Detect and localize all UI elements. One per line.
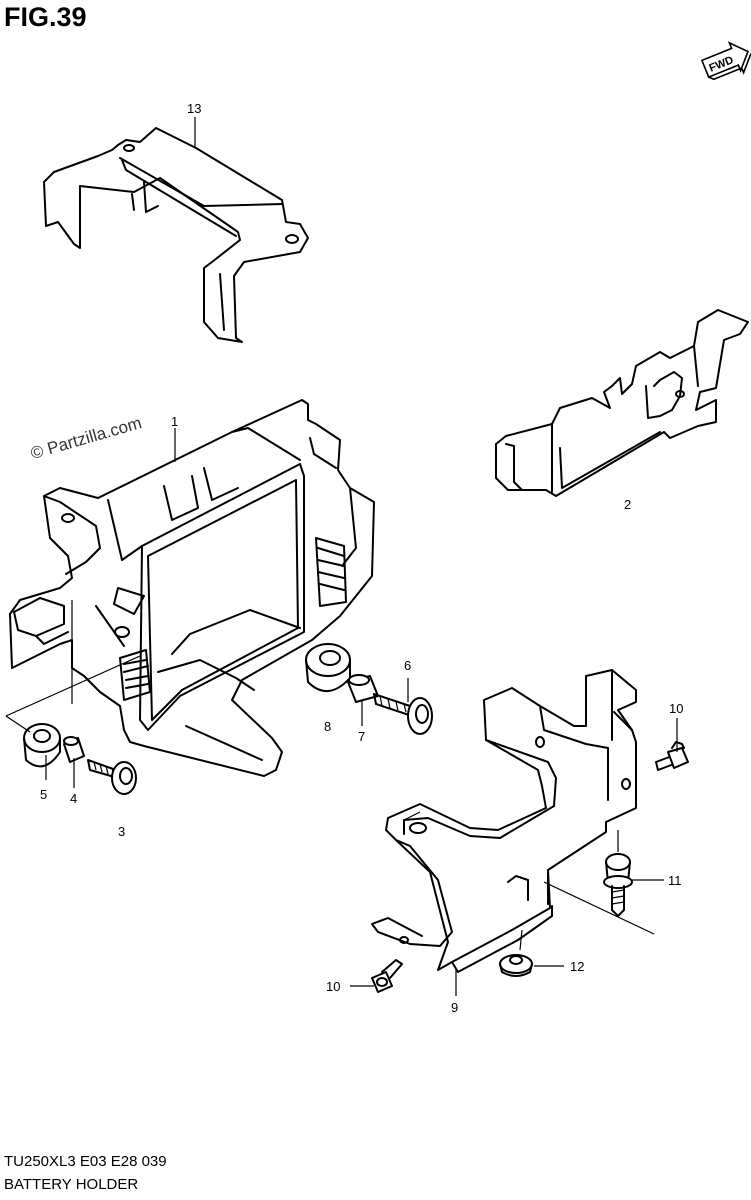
- callout-labels: 13 1 2 3 4 5 6 7 8 9 10 10 11 12: [40, 101, 683, 1015]
- part-2-bracket: [495, 309, 749, 497]
- callout-1: 1: [171, 414, 178, 429]
- part-8-grommet: [305, 643, 351, 692]
- callout-12: 12: [570, 959, 584, 974]
- diagram-name: BATTERY HOLDER: [4, 1176, 139, 1193]
- callout-4: 4: [70, 791, 77, 806]
- part-3-bolt: [87, 759, 137, 795]
- callout-3: 3: [118, 824, 125, 839]
- part-6-bolt: [373, 693, 433, 735]
- part-12-nut: [499, 954, 533, 977]
- reference-lines: [5, 600, 655, 951]
- callout-6: 6: [404, 658, 411, 673]
- figure-title: FIG.39: [4, 2, 87, 32]
- callout-9: 9: [451, 1000, 458, 1015]
- callout-5: 5: [40, 787, 47, 802]
- callout-13: 13: [187, 101, 201, 116]
- part-10-bolt-upper: [655, 741, 689, 771]
- callout-2: 2: [624, 497, 631, 512]
- part-11-screw: [603, 853, 633, 917]
- callout-8: 8: [324, 719, 331, 734]
- part-5-grommet: [23, 723, 61, 768]
- model-code: TU250XL3 E03 E28 039: [4, 1153, 167, 1170]
- callout-7: 7: [358, 729, 365, 744]
- callout-10-upper: 10: [669, 701, 683, 716]
- part-7-collar: [347, 674, 379, 703]
- part-10-bolt-lower: [371, 959, 403, 993]
- callout-10-lower: 10: [326, 979, 340, 994]
- part-1-battery-box: [9, 399, 375, 777]
- fwd-arrow-icon: FWD: [700, 41, 751, 81]
- leader-lines: [45, 117, 678, 996]
- callout-11: 11: [668, 873, 682, 888]
- part-4-collar: [63, 736, 85, 763]
- part-13-cover: [43, 127, 309, 343]
